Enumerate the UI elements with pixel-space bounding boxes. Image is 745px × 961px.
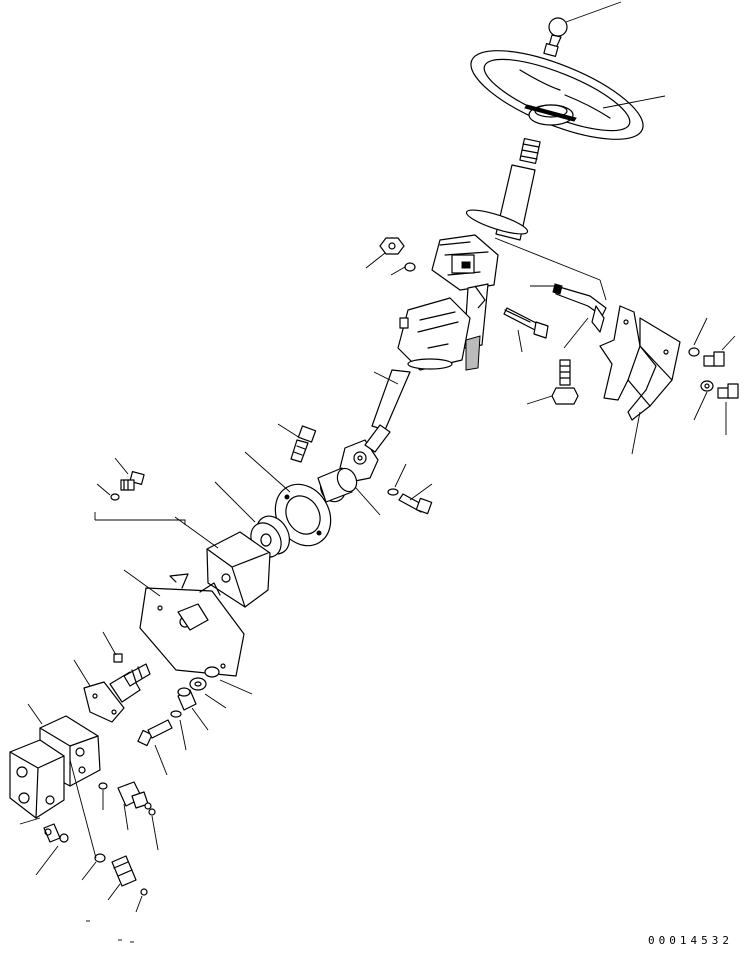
rubber-pad-icon [174,516,271,608]
joint-bolt-icon [387,463,433,515]
bottom-marks [86,920,134,943]
valve-bushing-icon [137,666,253,776]
flange-bolt-icon [277,423,317,463]
seal-plate-icon [244,451,332,547]
damper-ring-icon [214,481,290,558]
bracket-bolt-icon [688,317,739,435]
long-bolt-icon [503,307,549,353]
mount-bracket-icon [599,305,681,455]
fitting-icon [19,759,159,913]
column-shaft-icon [465,137,601,281]
valve-shaft-icon [73,631,151,723]
pump-icon [9,703,101,819]
drawing-number: 00014532 [648,934,733,947]
steering-wheel-icon [470,50,666,140]
knob-icon [543,1,622,57]
lever-bolt-icon [526,359,579,405]
base-plate-icon [94,512,245,677]
pad-bolt-icon [96,457,145,501]
bushing-icon [317,467,358,503]
tilt-lever-icon [530,279,607,349]
column-housing-icon [371,297,471,431]
